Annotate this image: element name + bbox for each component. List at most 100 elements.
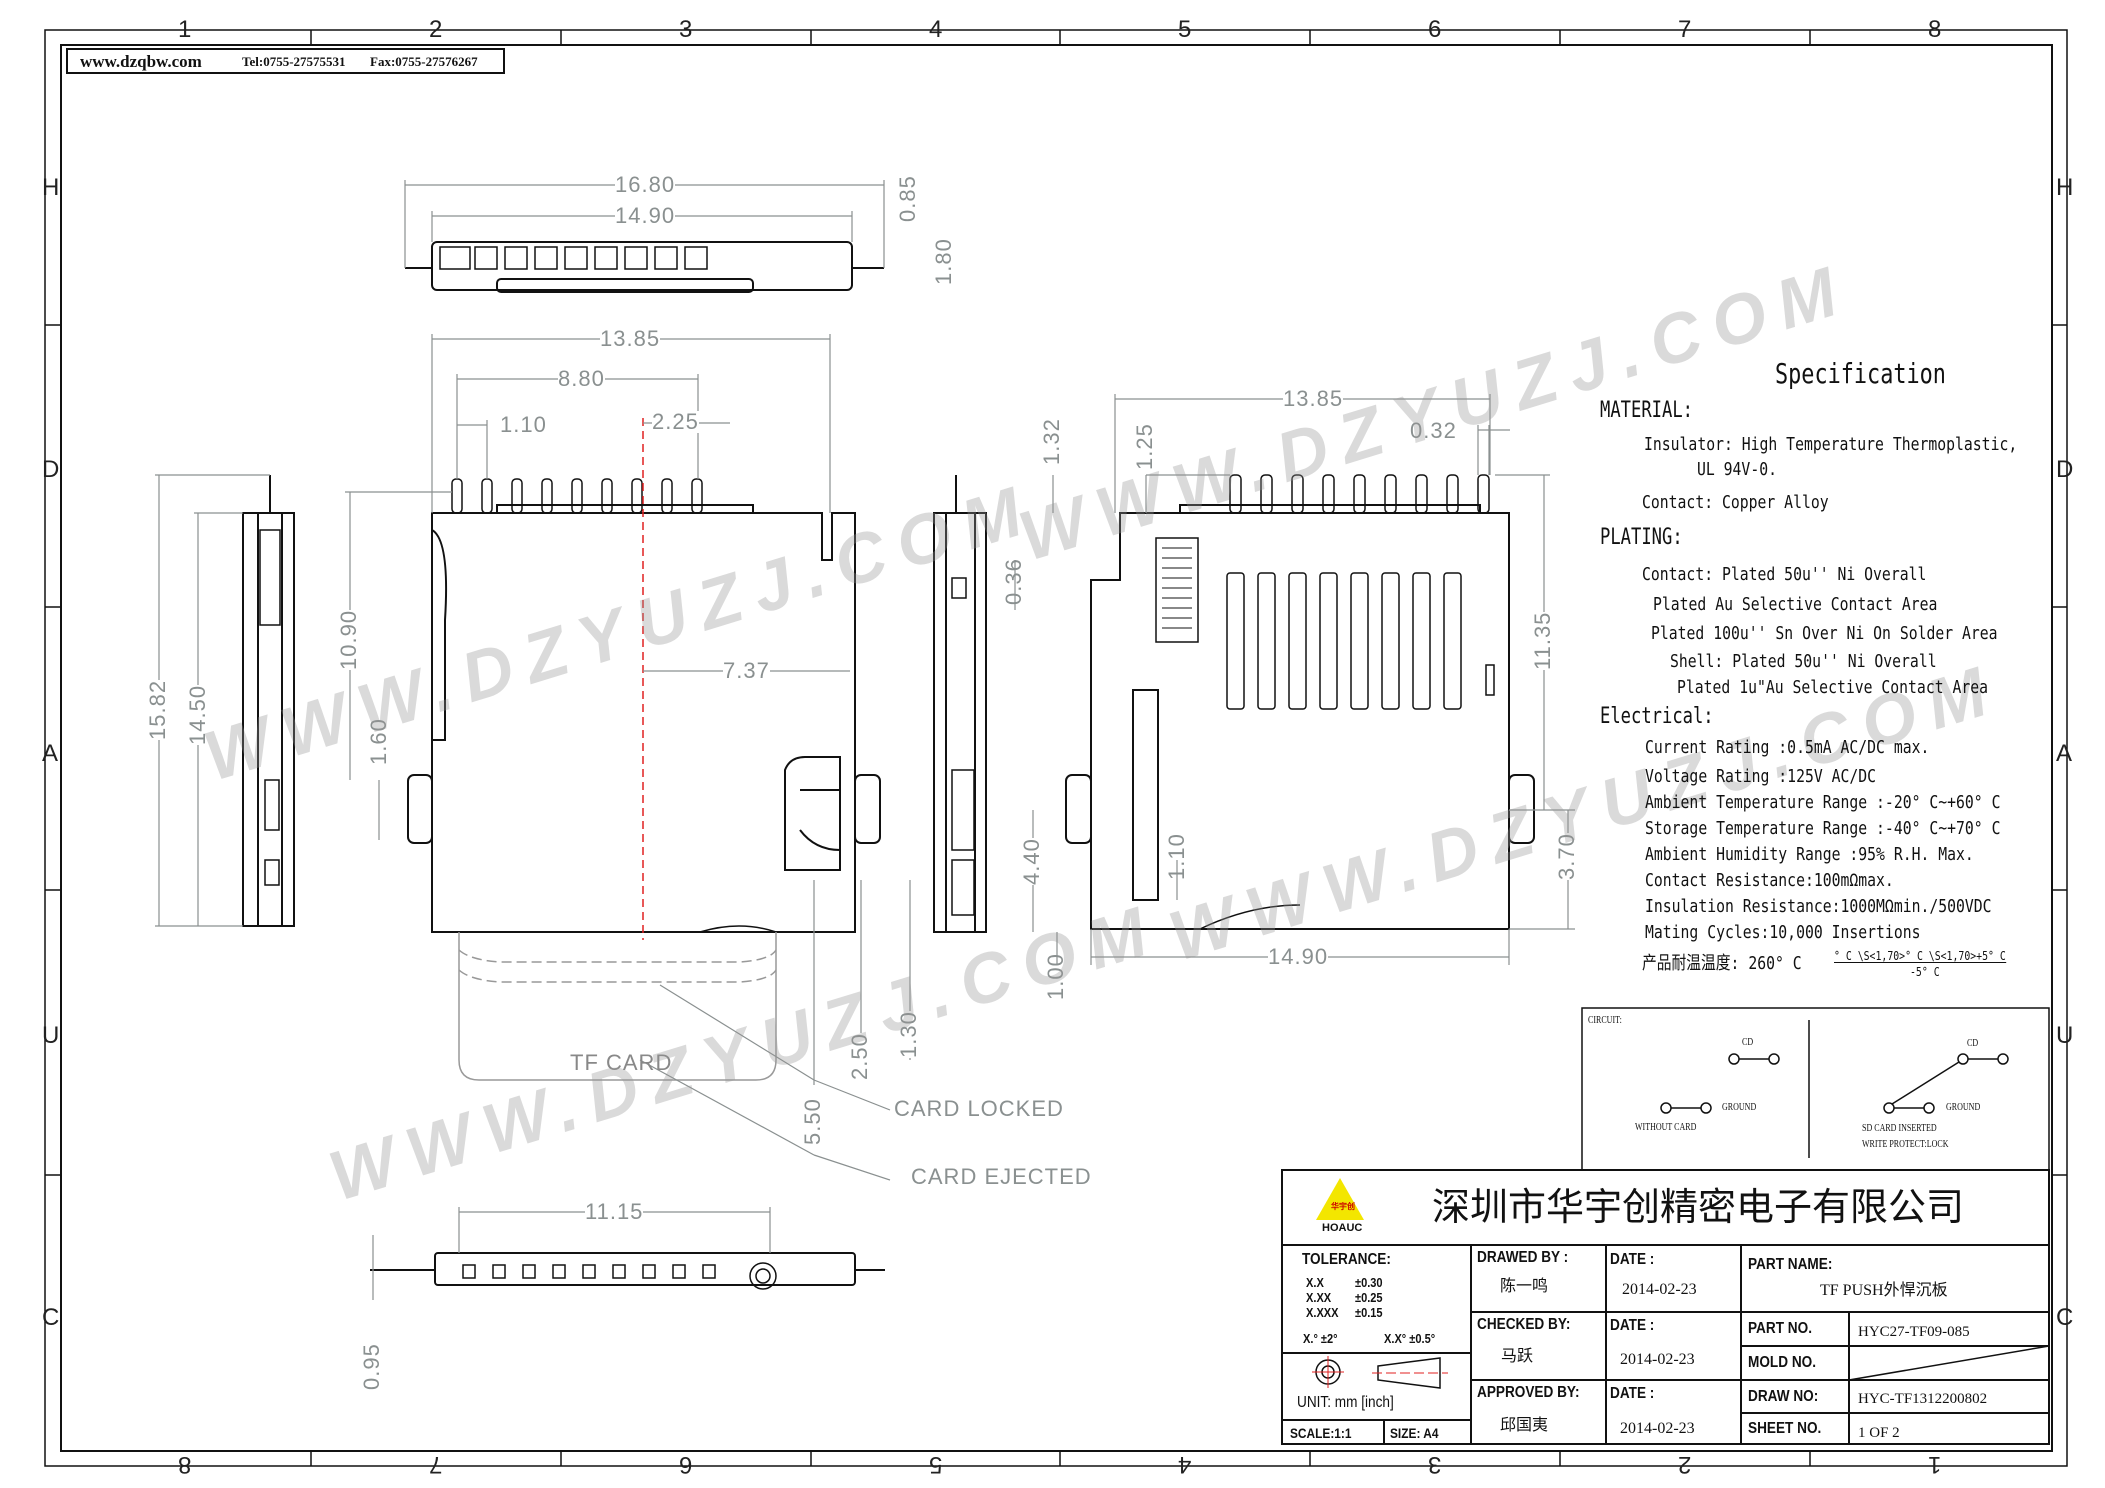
spec-electrical-line: Current Rating :0.5mA AC/DC max.	[1645, 737, 1930, 758]
circuit-ground-label-2: GROUND	[1946, 1102, 1981, 1113]
mold-no-heading: MOLD NO.	[1748, 1354, 1816, 1371]
circuit-write-protect: WRITE PROTECT:LOCK	[1862, 1139, 1949, 1150]
tolerance-value: ±0.30	[1355, 1275, 1383, 1290]
company-logo	[1316, 1178, 1364, 1220]
spec-electrical-line: Mating Cycles:10,000 Insertions	[1645, 922, 1921, 943]
dim-top-lead: 0.85	[895, 175, 920, 222]
checked-by-value: 马跃	[1501, 1348, 1534, 1365]
ruler-bottom-5: 5	[929, 1451, 943, 1478]
unit-label: UNIT: mm [inch]	[1297, 1394, 1394, 1411]
logo-cn-text: 华宇创	[1331, 1202, 1355, 1211]
spec-material-heading: MATERIAL:	[1600, 398, 1693, 423]
spec-plating-line: Plated Au Selective Contact Area	[1653, 594, 1938, 615]
spec-electrical-heading: Electrical:	[1600, 704, 1714, 729]
ruler-bottom-3: 3	[1428, 1451, 1442, 1478]
dim-front-height-a: 10.90	[336, 609, 361, 670]
part-no-value: HYC27-TF09-085	[1858, 1324, 1970, 1340]
drawed-by-heading: DRAWED BY :	[1477, 1249, 1569, 1266]
spec-temp-fraction-top: ° C \S<1,70>° C \S<1,70>+5° C	[1834, 949, 2006, 963]
part-name-heading: PART NAME:	[1748, 1256, 1833, 1273]
middle-side-view	[933, 475, 987, 933]
top-view	[405, 241, 884, 293]
dim-back-pin-w: 0.32	[1410, 418, 1457, 443]
header-fax: Fax:0755-27576267	[370, 54, 478, 69]
spec-plating-line: Shell: Plated 50u'' Ni Overall	[1670, 651, 1937, 672]
ruler-row-u-right: U	[2056, 1022, 2074, 1049]
dim-bottom-width: 11.15	[585, 1199, 644, 1224]
ruler-col-3: 3	[679, 16, 693, 43]
scale-label: SCALE:1:1	[1290, 1425, 1352, 1441]
dim-back-slot: 1.10	[1164, 833, 1189, 880]
tolerance-value: ±0.25	[1355, 1290, 1383, 1305]
tf-card-label: TF CARD	[570, 1050, 673, 1075]
spec-temp-label: 产品耐温温度: 260° C	[1642, 953, 1802, 974]
ruler-row-c-right: C	[2056, 1304, 2074, 1331]
date-heading: DATE :	[1610, 1317, 1655, 1334]
ruler-row-c: C	[42, 1304, 60, 1331]
approved-by-heading: APPROVED BY:	[1477, 1384, 1580, 1401]
circuit-cd-label: CD	[1742, 1037, 1754, 1048]
date-heading: DATE :	[1610, 1251, 1655, 1268]
circuit-without-card: WITHOUT CARD	[1635, 1122, 1697, 1133]
ruler-ticks	[45, 30, 2067, 1466]
ruler-bottom-7: 7	[429, 1451, 443, 1478]
ruler-row-a: A	[42, 740, 59, 767]
left-side-view	[242, 475, 295, 927]
ruler-row-d: D	[42, 456, 60, 483]
angle-tolerance-1: X.° ±2°	[1303, 1331, 1338, 1346]
dimension-lines	[155, 180, 1575, 1300]
ruler-bottom-2: 2	[1678, 1451, 1692, 1478]
spec-electrical-line: Storage Temperature Range :-40° C~+70° C	[1645, 818, 2001, 839]
checked-by-heading: CHECKED BY:	[1477, 1316, 1571, 1333]
spec-electrical-line: Voltage Rating :125V AC/DC	[1645, 766, 1877, 787]
ruler-bottom-6: 6	[679, 1451, 693, 1478]
spec-electrical-line: Ambient Temperature Range :-20° C~+60° C	[1645, 792, 2001, 813]
dim-top-height: 1.80	[931, 238, 956, 285]
circuit-inserted: SD CARD INSERTED	[1862, 1123, 1937, 1134]
draw-no-value: HYC-TF1312200802	[1858, 1391, 1988, 1407]
ruler-col-4: 4	[929, 16, 943, 43]
spec-title: Specification	[1775, 357, 1946, 390]
ruler-col-8: 8	[1928, 16, 1942, 43]
spec-plating-heading: PLATING:	[1600, 525, 1683, 550]
part-no-heading: PART NO.	[1748, 1320, 1812, 1337]
spec-material-line: Insulator: High Temperature Thermoplasti…	[1644, 434, 2018, 455]
ruler-bottom-8: 8	[178, 1451, 192, 1478]
date-value-2: 2014-02-23	[1620, 1351, 1695, 1368]
spec-material-line: Contact: Copper Alloy	[1642, 492, 1829, 513]
dim-front-offset: 2.25	[652, 409, 699, 434]
outer-frame	[44, 29, 2068, 1467]
tolerance-heading: TOLERANCE:	[1302, 1251, 1391, 1268]
dim-back-bottom: 14.90	[1268, 944, 1329, 969]
dim-side-b: 0.36	[1001, 558, 1026, 605]
header-tel: Tel:0755-27575531	[242, 54, 346, 69]
ruler-col-1: 1	[178, 16, 192, 43]
dim-bottom-thickness: 0.95	[359, 1343, 384, 1390]
date-value-1: 2014-02-23	[1622, 1281, 1697, 1298]
tolerance-value: ±0.15	[1355, 1305, 1383, 1320]
circuit-box	[1581, 1007, 2050, 1171]
circuit-cd-label-2: CD	[1967, 1038, 1979, 1049]
draw-no-heading: DRAW NO:	[1748, 1388, 1819, 1405]
company-name: 深圳市华宇创精密电子有限公司	[1432, 1185, 1965, 1229]
ruler-bottom-1: 1	[1928, 1451, 1942, 1478]
date-value-3: 2014-02-23	[1620, 1420, 1695, 1437]
dim-top-body: 14.90	[615, 203, 676, 228]
title-block-grid	[1281, 1169, 2050, 1445]
dim-front-pitch: 1.10	[500, 412, 547, 437]
ruler-bottom-4: 4	[1178, 1451, 1192, 1478]
tolerance-key: X.XX	[1306, 1290, 1332, 1305]
dim-back-height: 11.35	[1530, 611, 1555, 670]
sheet-no-heading: SHEET NO.	[1748, 1420, 1822, 1437]
header-website: www.dzqbw.com	[80, 52, 202, 71]
dim-card-ejected: 5.50	[800, 1098, 825, 1145]
circuit-title: CIRCUIT:	[1588, 1015, 1622, 1026]
front-view	[407, 478, 881, 933]
logo-text: HOAUC	[1322, 1222, 1363, 1234]
angle-tolerance-2: X.X° ±0.5°	[1384, 1331, 1436, 1346]
spec-temp-fraction-bottom: -5° C	[1910, 965, 1940, 979]
size-label: SIZE: A4	[1390, 1425, 1439, 1441]
card-ejected-label: CARD EJECTED	[911, 1164, 1092, 1189]
